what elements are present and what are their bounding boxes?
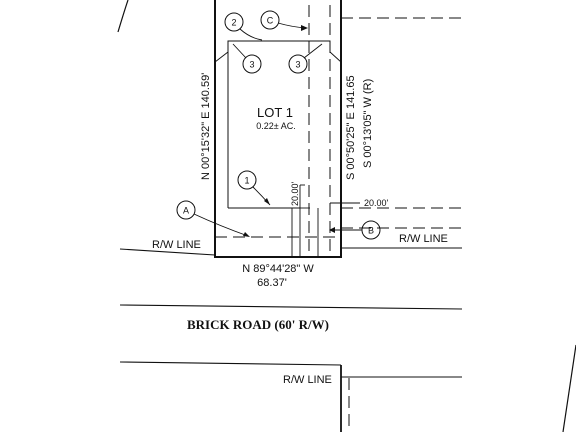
- callout-A-label: A: [183, 206, 189, 216]
- callout-3b-label: 3: [295, 60, 300, 70]
- building-envelope: [227, 40, 331, 52]
- rw-line-bottom-label: R/W LINE: [283, 374, 332, 386]
- callout-C-label: C: [267, 16, 274, 26]
- callout-3a-label: 3: [249, 60, 254, 70]
- road-centerline-top: [119, 304, 463, 310]
- callout-3a: 3: [232, 43, 262, 74]
- west-bearing: N 00°15'32" E 140.59': [200, 73, 212, 180]
- callout-2-label: 2: [231, 18, 236, 28]
- callout-1-label: 1: [244, 176, 249, 186]
- dim-horizontal: 20.00': [364, 198, 389, 208]
- lot-area: 0.22± AC.: [256, 121, 295, 131]
- rw-line-left: [119, 248, 216, 256]
- envelope-chamfer-right: [329, 51, 342, 63]
- east-bearing-a: S 00°50'25" E 141.65: [345, 75, 357, 180]
- lot-label: LOT 1: [257, 105, 293, 120]
- south-bearing: N 89°44'28" W: [242, 263, 314, 275]
- rw-line-bottom-left: [119, 361, 342, 366]
- right-edge-curve: [562, 344, 576, 432]
- callout-1: 1: [237, 170, 271, 206]
- south-length: 68.37': [257, 277, 287, 289]
- east-bearing-b: S 00°13'05" W (R): [362, 79, 374, 168]
- envelope-chamfer-left: [214, 51, 229, 63]
- callout-B-label: B: [368, 226, 374, 236]
- callout-B: B: [329, 220, 381, 240]
- road-name: BRICK ROAD (60' R/W): [187, 317, 329, 332]
- callout-A: A: [176, 200, 250, 237]
- callout-3b: 3: [288, 43, 323, 74]
- callout-2: 2: [224, 12, 263, 41]
- rw-line-left-label: R/W LINE: [152, 239, 201, 251]
- callout-C: C: [260, 10, 308, 31]
- boundary-arc: [117, 0, 129, 33]
- rw-line-right-label: R/W LINE: [399, 233, 448, 245]
- dim-vertical: 20.00': [290, 181, 300, 206]
